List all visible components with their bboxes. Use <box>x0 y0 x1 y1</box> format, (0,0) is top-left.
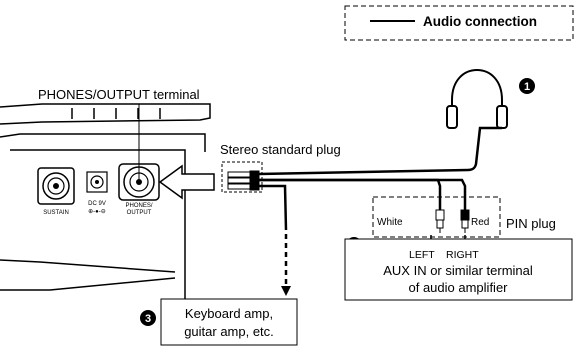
keyboard-body <box>0 103 211 300</box>
aux-in-box <box>344 238 573 301</box>
pin-plug-label: PIN plug <box>506 216 556 231</box>
left-label: LEFT <box>409 249 435 261</box>
white-label: White <box>377 217 403 228</box>
keyboard-amp-box <box>160 298 298 346</box>
dc-9v-label: DC 9V <box>88 201 106 207</box>
marker-three-label: 3 <box>145 313 151 325</box>
right-label: RIGHT <box>446 249 479 261</box>
phones-output-terminal-label: PHONES/OUTPUT terminal <box>38 87 200 102</box>
stereo-plugs <box>227 170 260 191</box>
phones-label-line1: PHONES/ <box>125 203 152 209</box>
marker-one-label: 1 <box>524 81 530 93</box>
marker-one <box>519 78 535 94</box>
keyboard-amp-cable <box>259 184 288 231</box>
stereo-standard-plug-label: Stereo standard plug <box>220 142 341 157</box>
pin-plug-box <box>372 196 501 238</box>
legend-label: Audio connection <box>423 14 537 29</box>
marker-three <box>140 310 156 326</box>
keyboard-amp-line2: guitar amp, etc. <box>184 324 274 339</box>
pin-plug-red <box>460 209 470 233</box>
phones-label-line2: OUTPUT <box>127 210 152 216</box>
headphones-icon <box>446 68 508 129</box>
keyboard-amp-arrowhead <box>281 286 291 296</box>
legend: Audio connection <box>344 5 574 41</box>
dc-jack <box>86 171 108 193</box>
aux-in-line2: of audio amplifier <box>409 280 509 295</box>
red-label: Red <box>471 217 489 228</box>
pin-plug-white <box>435 209 445 233</box>
audio-connection-cables <box>258 126 502 210</box>
aux-in-line1: AUX IN or similar terminal <box>383 263 533 278</box>
insertion-arrow <box>158 164 215 200</box>
stereo-plug-box <box>221 161 263 193</box>
keyboard-amp-line1: Keyboard amp, <box>185 306 273 321</box>
sustain-jack <box>37 167 75 205</box>
sustain-label: SUSTAIN <box>43 210 69 216</box>
dc-polarity-symbol: ⊕-●-⊖ <box>88 209 106 215</box>
